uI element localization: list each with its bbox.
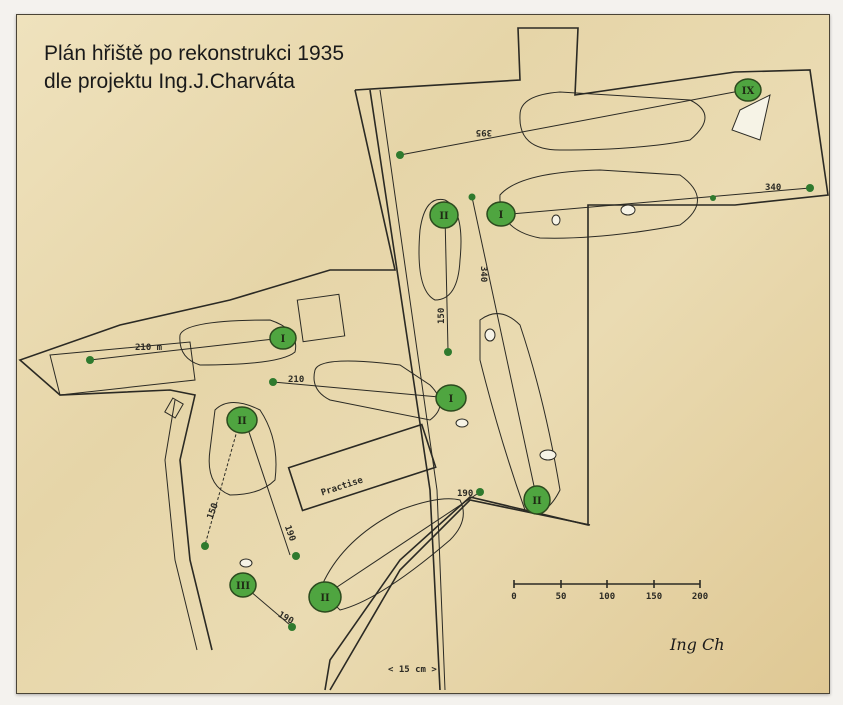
- green-bottom: II: [308, 581, 342, 613]
- map-mark: [734, 78, 762, 102]
- map-mark: [89, 337, 284, 361]
- map-mark: [49, 341, 196, 396]
- clubhouse-area: [296, 293, 346, 343]
- road-left: [18, 89, 396, 651]
- map-label: IX: [742, 86, 755, 97]
- size-note: < 15 cm >: [388, 665, 437, 675]
- green-1: I: [486, 201, 516, 227]
- map-mark: [288, 623, 296, 631]
- tees: [86, 151, 814, 631]
- map-label: 100: [599, 592, 615, 602]
- map-label: I: [449, 394, 454, 405]
- map-label: 190: [457, 489, 473, 499]
- map-mark: [539, 449, 557, 461]
- map-mark: [620, 204, 636, 216]
- map-mark: [201, 542, 209, 550]
- map-mark: [208, 402, 277, 496]
- scale-bar: 0 50 100 150 200: [511, 580, 708, 602]
- map-label: I: [281, 334, 286, 345]
- map-label: 150: [437, 308, 447, 324]
- green-center: I: [435, 384, 467, 412]
- map-label: 395: [476, 127, 492, 137]
- map-mark: [319, 498, 464, 611]
- map-mark: [435, 384, 467, 412]
- map-mark: [455, 418, 469, 428]
- map-label: 0: [511, 592, 516, 602]
- green-9: IX: [734, 78, 762, 102]
- map-label: 210 m: [135, 343, 163, 353]
- map-mark: [179, 319, 297, 366]
- map-label: I: [499, 210, 504, 221]
- path-central: [369, 89, 441, 691]
- map-mark: [444, 348, 452, 356]
- greens: IX II I I I II II III II: [226, 78, 762, 613]
- map-mark: [806, 184, 814, 192]
- building: [164, 397, 184, 419]
- path-central-2: [379, 89, 446, 691]
- map-mark: [484, 328, 496, 342]
- map-label: 210: [288, 375, 304, 385]
- green-2: II: [429, 201, 459, 229]
- map-label: 190: [282, 524, 297, 543]
- green-upper-left: I: [269, 326, 297, 350]
- map-mark: [731, 94, 771, 141]
- map-label: 150: [206, 502, 221, 521]
- map-mark: [229, 572, 257, 598]
- map-title: Plán hřiště po rekonstrukci 1935 dle pro…: [44, 40, 344, 96]
- map-label: 340: [478, 266, 488, 282]
- map-label: II: [237, 416, 247, 427]
- title-line-2: dle projektu Ing.J.Charváta: [44, 70, 295, 93]
- bunkers: [239, 94, 771, 568]
- map-label: III: [236, 581, 250, 592]
- map-label: 200: [692, 592, 708, 602]
- map-mark: [479, 313, 561, 513]
- map-mark: [269, 326, 297, 350]
- map-mark: [244, 419, 291, 556]
- road-left-inner: [164, 399, 198, 651]
- map-label: 150: [646, 592, 662, 602]
- map-mark: [444, 214, 449, 351]
- map-mark: [324, 491, 481, 596]
- map-mark: [204, 419, 241, 546]
- course-boundary: [324, 27, 829, 691]
- map-mark: [710, 195, 716, 201]
- map-mark: [468, 193, 476, 201]
- practice-label: Practise: [320, 474, 365, 498]
- map-mark: [292, 552, 300, 560]
- map-mark: [239, 558, 253, 568]
- map-mark: [86, 356, 94, 364]
- map-label: II: [532, 496, 542, 507]
- map-mark: [499, 169, 698, 239]
- map-mark: [523, 485, 551, 515]
- map-mark: [226, 406, 258, 434]
- map-mark: [486, 201, 516, 227]
- green-left: II: [226, 406, 258, 434]
- play-lines: [89, 89, 811, 626]
- map-mark: [399, 89, 746, 156]
- map-mark: [272, 381, 451, 399]
- map-label: 340: [765, 183, 781, 193]
- map-mark: [396, 151, 404, 159]
- green-right-lower: II: [523, 485, 551, 515]
- map-mark: [476, 488, 484, 496]
- map-label: II: [439, 211, 449, 222]
- map-label: II: [320, 593, 330, 604]
- map-mark: [519, 91, 706, 151]
- title-line-1: Plán hřiště po rekonstrukci 1935: [44, 42, 344, 65]
- signature: Ing Ch: [669, 635, 725, 654]
- map-mark: [429, 201, 459, 229]
- map-paper: [16, 14, 830, 694]
- distance-labels: 395 340 340 150 210 m 210 150 190 190 19…: [135, 127, 781, 627]
- map-mark: [471, 196, 538, 501]
- map-mark: [308, 581, 342, 613]
- green-bottom-left: III: [229, 572, 257, 598]
- map-mark: [313, 360, 441, 421]
- map-label: 50: [556, 592, 567, 602]
- map-mark: [418, 198, 462, 301]
- map-mark: [499, 187, 811, 216]
- practice-area: [287, 423, 437, 512]
- map-mark: [551, 214, 561, 226]
- map-mark: [269, 378, 277, 386]
